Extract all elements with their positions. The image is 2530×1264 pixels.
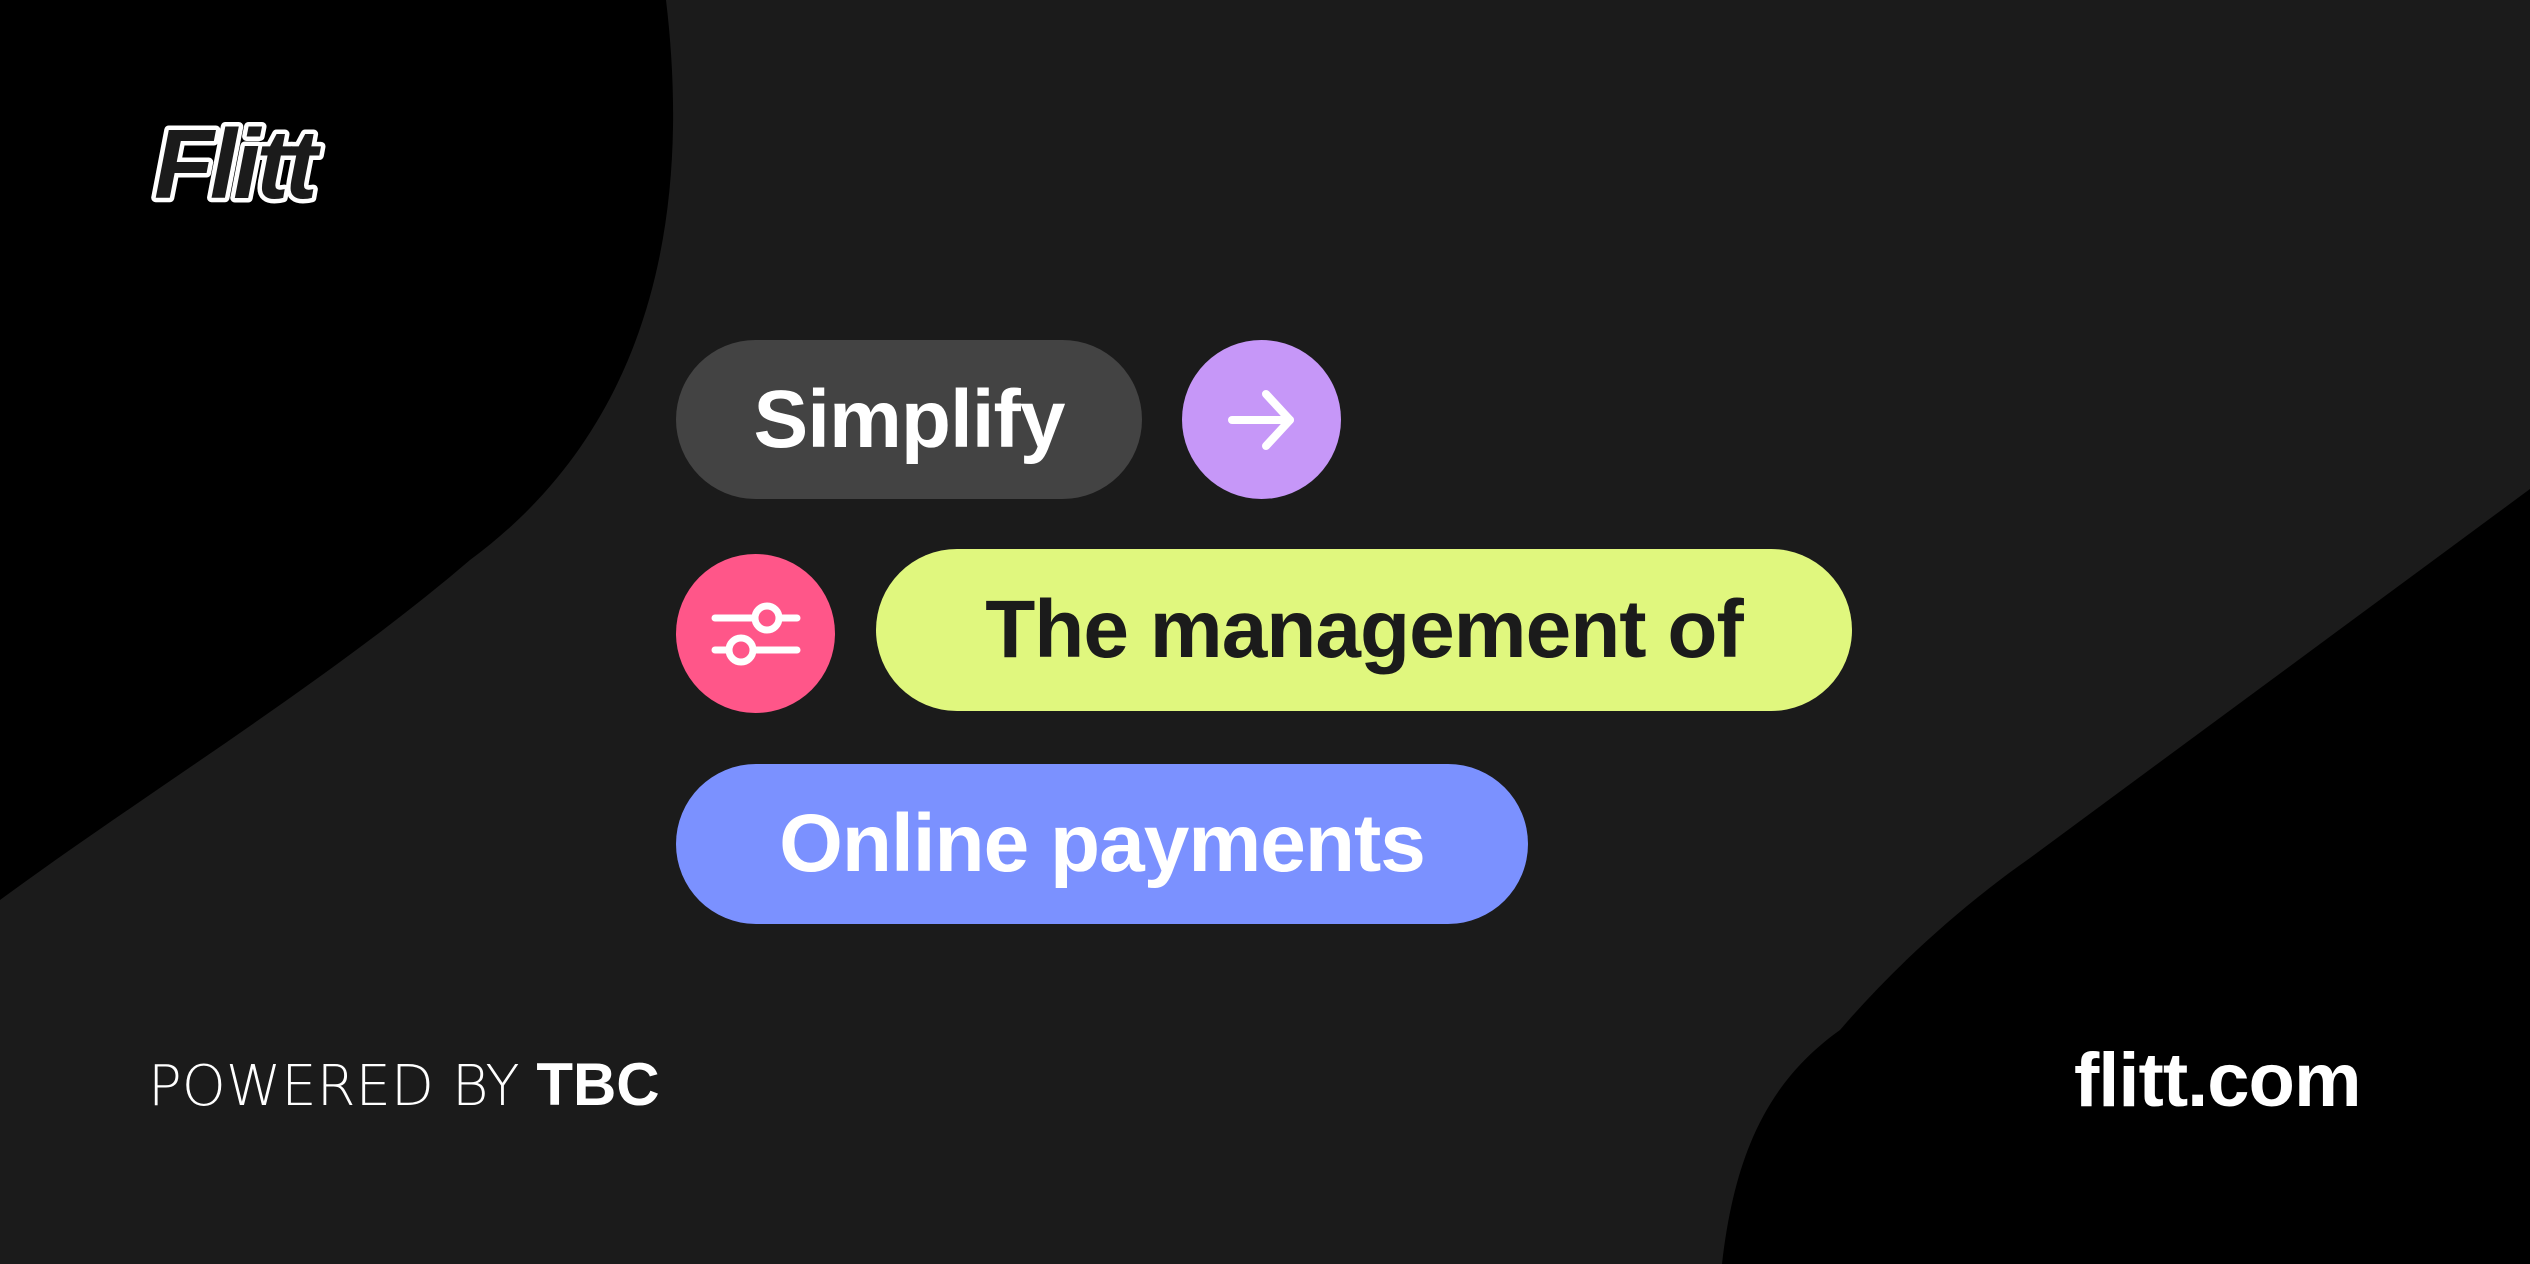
bottom-right-shape <box>1722 489 2530 1264</box>
sliders-icon <box>711 602 800 665</box>
powered-by-brand: TBC <box>536 1051 660 1118</box>
headline-line2: The management of <box>985 584 1744 675</box>
flitt-logo: Flitt <box>146 105 386 224</box>
website-link[interactable]: flitt.com <box>2074 1038 2362 1123</box>
headline-line3: Online payments <box>779 798 1426 889</box>
headline-pill-management: The management of <box>876 549 1852 711</box>
powered-by-prefix: POWERED BY <box>148 1054 520 1119</box>
headline-line1: Simplify <box>753 373 1066 465</box>
headline-pill-simplify: Simplify <box>676 340 1142 499</box>
svg-text:Flitt: Flitt <box>154 118 321 213</box>
headline-pill-online-payments: Online payments <box>676 764 1528 924</box>
arrow-right-icon <box>1227 389 1294 450</box>
arrow-badge <box>1182 340 1341 499</box>
top-left-shape <box>0 0 674 900</box>
sliders-badge <box>676 554 835 713</box>
powered-by: POWERED BY TBC <box>148 1050 660 1122</box>
